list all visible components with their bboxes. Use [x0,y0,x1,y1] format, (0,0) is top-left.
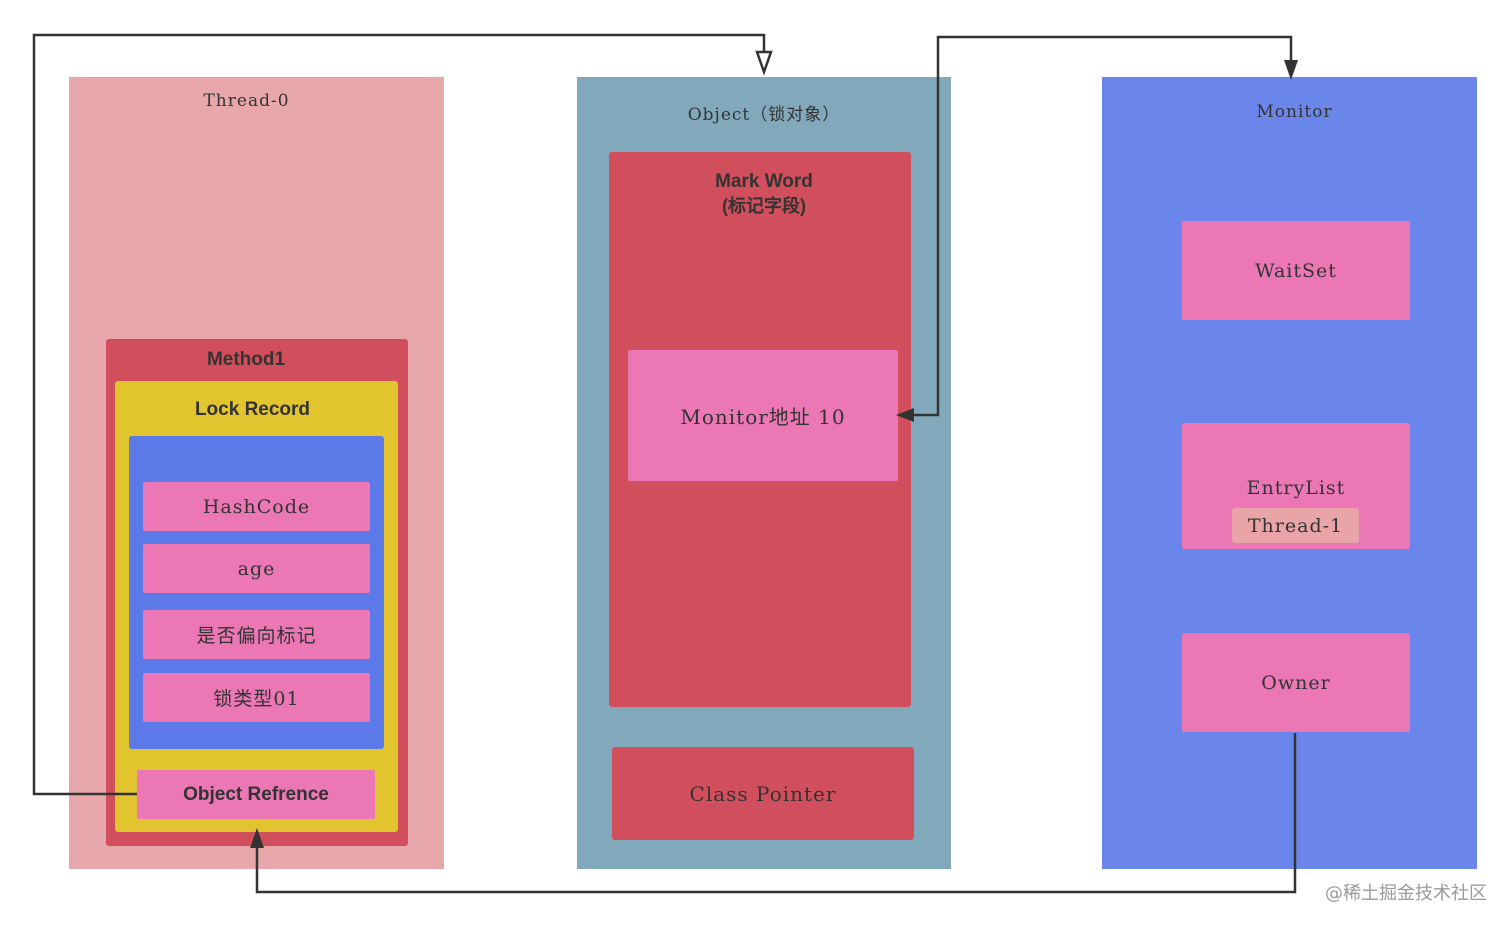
object-reference-box: Object Refrence [137,770,375,819]
connector-objref-to-object [32,33,766,796]
monitor-title: Monitor [1256,102,1333,122]
filled-arrowhead-down [1284,60,1298,80]
lock-record-label: Lock Record [194,399,311,420]
entrylist-label: EntryList [1246,477,1346,499]
monitor-address-box: Monitor地址 10 [628,350,898,481]
mark-word-label: Mark Word [715,171,813,192]
mark-word-sublabel: (标记字段) [722,196,806,216]
filled-arrowhead-up [250,828,264,848]
filled-arrowhead-left [896,408,914,422]
field-lock-type: 锁类型01 [143,673,370,722]
connector-owner-to-objref [255,733,1297,894]
field-hashcode: HashCode [143,482,370,531]
owner-box: Owner [1182,633,1410,732]
field-biased-flag: 是否偏向标记 [143,610,370,659]
object-title: Object（锁对象） [687,104,841,125]
hollow-arrowhead [755,50,773,76]
watermark: @稀土掘金技术社区 [1325,883,1487,904]
thread-title: Thread-0 [203,91,290,111]
method1-label: Method1 [206,349,286,370]
entrylist-thread-badge: Thread-1 [1232,508,1359,543]
connector-markword-to-monitor [912,35,1293,417]
waitset-box: WaitSet [1182,221,1410,320]
class-pointer-box: Class Pointer [612,747,914,840]
field-age: age [143,544,370,593]
